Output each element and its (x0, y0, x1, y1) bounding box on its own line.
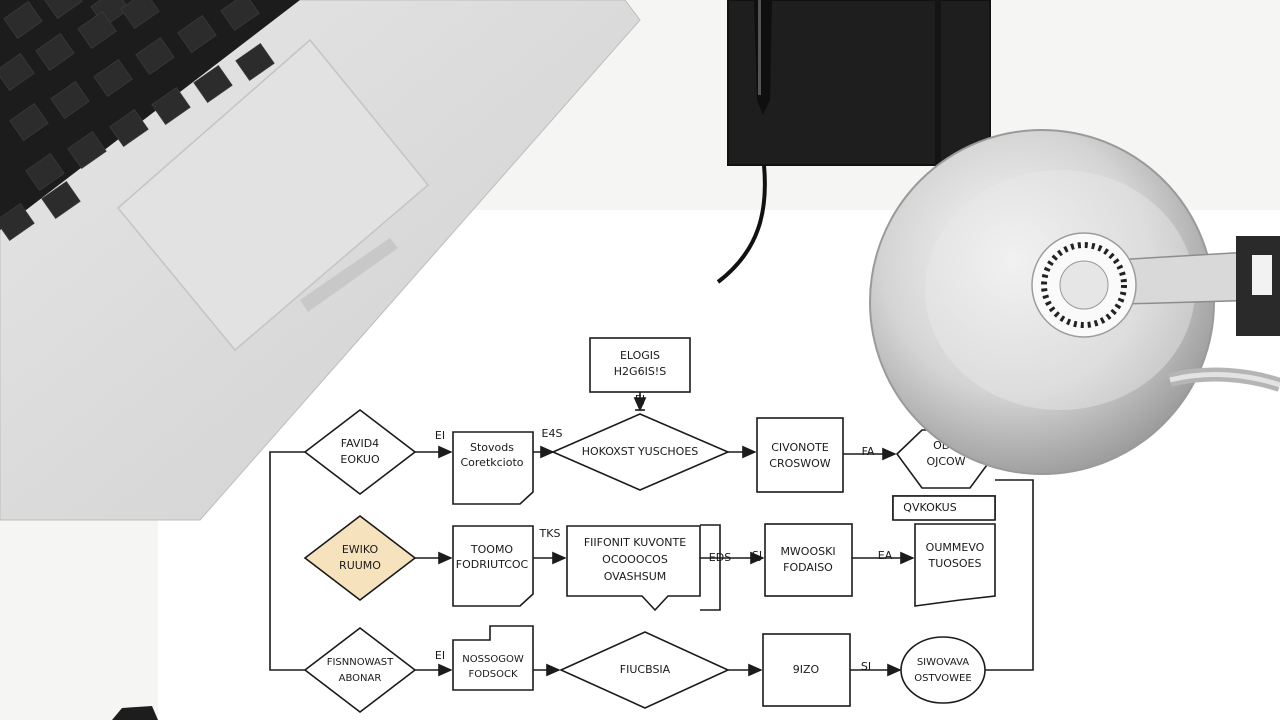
document-row2-label-2: OCOOOCOS (602, 553, 668, 566)
terminal-row3 (900, 636, 986, 704)
right-process-row1-label-1: CIVONOTE (771, 441, 829, 454)
notebook-icon (716, 0, 991, 284)
desk-lamp-icon (869, 129, 1280, 475)
document-row2 (566, 525, 701, 612)
main-decision-row1-label: HOKOXST YUSCHOES (582, 445, 699, 458)
side-label-text: QVKOKUS (903, 501, 956, 514)
process-row3 (452, 625, 534, 691)
decision-row1-label-2: EOKUO (340, 453, 380, 466)
decision-row3-label-1: FISNNOWAST (327, 657, 394, 668)
start-label-1: ELOGIS (620, 349, 660, 362)
laptop-icon (0, 0, 641, 521)
device-corner (112, 706, 158, 720)
terminal-row3-label-2: OSTVOWEE (914, 673, 971, 684)
decision-row2-label-1: EWIKO (342, 543, 379, 556)
side-label-box (892, 495, 996, 521)
edge-label: EDS (709, 551, 731, 564)
edge-label: SI (861, 660, 871, 673)
mid-process-row2-label-2: FODAISO (783, 561, 833, 574)
decision-row1 (303, 408, 417, 496)
decision-row3-label-2: ABONAR (339, 673, 382, 684)
main-decision-row1 (551, 413, 731, 491)
process-row1-label-2: Coretkcioto (460, 456, 523, 469)
pen-icon (754, 0, 772, 115)
edge-label: E4S (542, 427, 563, 440)
start-box (589, 337, 691, 393)
right-doc-row2 (914, 523, 996, 607)
right-doc-row2-label-2: TUOSOES (927, 557, 981, 570)
document-row2-label-1: FIIFONIT KUVONTE (584, 536, 686, 549)
terminal-row1-label-2: OJCOW (926, 455, 965, 468)
process-row1-label-1: Stovods (470, 441, 514, 454)
edge-label: EI (435, 429, 445, 442)
process-row3-label-1: NOSSOGOW (462, 654, 524, 665)
edge-label: FA (862, 445, 875, 458)
keyboard (0, 0, 275, 241)
process-row3-label-2: FODSOCK (468, 669, 518, 680)
document-row2-label-3: OVASHSUM (604, 570, 667, 583)
process-row2 (452, 525, 534, 607)
main-decision-row3-label: FIUCBSIA (620, 663, 671, 676)
main-decision-row3 (559, 631, 730, 709)
process-row2-label-2: FODRIUTCOC (456, 558, 529, 571)
process2-row3 (762, 633, 851, 707)
mid-process-row2 (764, 523, 853, 597)
right-doc-row2-label-1: OUMMEVO (926, 541, 985, 554)
decision-row2-highlighted (303, 514, 417, 602)
decision-row3 (303, 626, 417, 714)
terminal-row3-label-1: SIWOVAVA (917, 657, 969, 668)
bookmark-ribbon (716, 164, 767, 284)
mid-process-row2-label-1: MWOOSKI (780, 545, 835, 558)
edge-label: SJ (752, 549, 762, 562)
edge-label: TKS (539, 527, 561, 540)
start-label-2: H2G6IS!S (614, 365, 666, 378)
edge-label: EA (878, 549, 893, 562)
process2-row3-label: 9IZO (793, 663, 820, 676)
process-row2-label-1: TOOMO (470, 543, 514, 556)
edge-label: EI (435, 649, 445, 662)
edge-label: EJ (635, 393, 645, 406)
process-row1 (452, 431, 534, 505)
right-process-row1 (756, 417, 844, 493)
trackpad (116, 38, 430, 352)
right-process-row1-label-2: CROSWOW (769, 457, 830, 470)
flowchart: ELOGIS H2G6IS!S FAVID4 EOKUO Stovods Cor… (269, 337, 1034, 714)
decision-row1-label-1: FAVID4 (341, 437, 379, 450)
decision-row2-label-2: RUUMO (339, 559, 381, 572)
